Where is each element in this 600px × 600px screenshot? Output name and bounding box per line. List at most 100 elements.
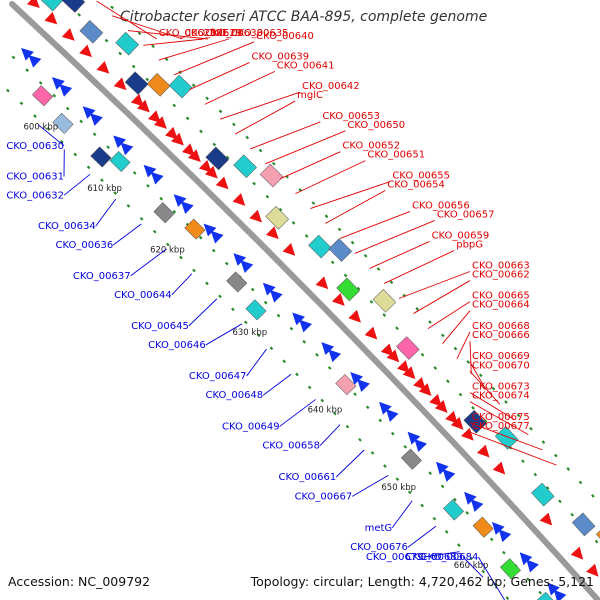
track-dot bbox=[539, 591, 541, 593]
track-dot bbox=[266, 196, 268, 198]
reverse-gene-arrow bbox=[499, 529, 512, 542]
feature-box bbox=[234, 155, 257, 178]
accession-text: Accession: NC_009792 bbox=[8, 574, 150, 589]
reverse-gene-label: CKO_00646 bbox=[148, 340, 206, 351]
forward-gene-arrow bbox=[114, 77, 127, 90]
track-dot bbox=[133, 65, 135, 67]
track-dot bbox=[506, 597, 508, 599]
track-dot bbox=[146, 78, 148, 80]
reverse-gene-label: CKO_00634 bbox=[38, 221, 96, 232]
forward-gene-label: mglC bbox=[297, 90, 323, 101]
reverse-gene-label: CKO_00631 bbox=[6, 172, 64, 183]
reverse-gene-label: CKO_00630 bbox=[6, 141, 64, 152]
track-dot bbox=[34, 115, 36, 117]
track-dot bbox=[306, 235, 308, 237]
reverse-gene-arrow bbox=[328, 349, 341, 362]
feature-box bbox=[329, 239, 352, 262]
track-dot bbox=[283, 360, 285, 362]
track-dot bbox=[245, 321, 247, 323]
forward-gene-arrow bbox=[348, 310, 361, 323]
forward-gene-arrow bbox=[540, 513, 553, 526]
reverse-gene-arrow bbox=[151, 172, 164, 185]
track-dot bbox=[12, 56, 14, 58]
forward-gene-arrow bbox=[316, 276, 329, 289]
track-dot bbox=[303, 341, 305, 343]
label-leader-line bbox=[280, 152, 340, 179]
reverse-gene-arrow bbox=[59, 84, 72, 97]
track-dot bbox=[390, 281, 392, 283]
track-dot bbox=[555, 454, 557, 456]
track-dot bbox=[384, 465, 386, 467]
track-dot bbox=[596, 540, 598, 542]
feature-box bbox=[308, 235, 331, 258]
track-dot bbox=[273, 163, 275, 165]
feature-box bbox=[110, 151, 130, 171]
track-dot bbox=[383, 314, 385, 316]
track-dot bbox=[454, 348, 456, 350]
forward-gene-label: CKO_00641 bbox=[277, 60, 335, 71]
label-leader-line bbox=[457, 332, 470, 359]
forward-gene-arrow bbox=[332, 293, 345, 306]
feature-box bbox=[266, 206, 289, 229]
track-dot bbox=[378, 268, 380, 270]
track-dot bbox=[371, 452, 373, 454]
track-dot bbox=[467, 361, 469, 363]
reverse-gene-label: CKO_00632 bbox=[6, 190, 64, 201]
track-dot bbox=[160, 198, 162, 200]
label-leader-line bbox=[336, 450, 364, 477]
reverse-gene-label: CKO_00645 bbox=[131, 321, 189, 332]
forward-gene-label: CKO_00662 bbox=[472, 270, 530, 281]
forward-gene-label: CKO_00674 bbox=[472, 391, 530, 402]
label-leader-line bbox=[189, 63, 249, 90]
forward-gene-arrow bbox=[233, 193, 246, 206]
kbp-tick-label: 600 kbp bbox=[24, 123, 59, 133]
track-dot bbox=[339, 228, 341, 230]
kbp-tick-label: 620 kbp bbox=[150, 246, 185, 256]
track-dot bbox=[442, 485, 444, 487]
label-leader-line bbox=[355, 220, 435, 253]
label-leader-line bbox=[384, 250, 454, 283]
forward-gene-arrow bbox=[249, 210, 262, 223]
track-dot bbox=[259, 150, 261, 152]
track-dot bbox=[270, 347, 272, 349]
forward-gene-label: CKO_00654 bbox=[387, 179, 445, 190]
track-dot bbox=[359, 439, 361, 441]
reverse-gene-arrow bbox=[443, 469, 456, 482]
track-dot bbox=[404, 446, 406, 448]
label-leader-line bbox=[96, 199, 116, 226]
track-dot bbox=[534, 473, 536, 475]
track-dot bbox=[290, 328, 292, 330]
track-dot bbox=[345, 274, 347, 276]
reverse-gene-arrow bbox=[414, 439, 427, 452]
track-dot bbox=[522, 460, 524, 462]
forward-gene-label: CKO_00670 bbox=[472, 360, 530, 371]
label-leader-line bbox=[205, 71, 275, 104]
forward-gene-arrow bbox=[266, 226, 279, 239]
track-dot bbox=[154, 231, 156, 233]
track-dot bbox=[559, 500, 561, 502]
forward-gene-label: CKO_00664 bbox=[472, 300, 530, 311]
track-dot bbox=[74, 153, 76, 155]
feature-box bbox=[227, 272, 247, 292]
reverse-gene-label: CKO_00637 bbox=[73, 271, 131, 282]
track-dot bbox=[592, 495, 594, 497]
track-dot bbox=[111, 6, 113, 8]
reverse-gene-label: CKO_00658 bbox=[262, 441, 320, 452]
reverse-gene-arrow bbox=[357, 379, 370, 392]
label-leader-line bbox=[235, 101, 295, 134]
reverse-gene-label: CKO_00661 bbox=[279, 472, 337, 483]
track-dot bbox=[370, 301, 372, 303]
track-dot bbox=[107, 146, 109, 148]
track-dot bbox=[141, 218, 143, 220]
track-dot bbox=[213, 250, 215, 252]
forward-gene-label: CKO_00650 bbox=[347, 120, 405, 131]
label-leader-line bbox=[220, 92, 300, 119]
label-leader-line bbox=[64, 174, 90, 195]
feature-box bbox=[396, 337, 419, 360]
track-dot bbox=[459, 393, 461, 395]
track-dot bbox=[253, 183, 255, 185]
track-dot bbox=[480, 374, 482, 376]
kbp-tick-label: 650 kbp bbox=[381, 483, 416, 493]
track-dot bbox=[67, 108, 69, 110]
